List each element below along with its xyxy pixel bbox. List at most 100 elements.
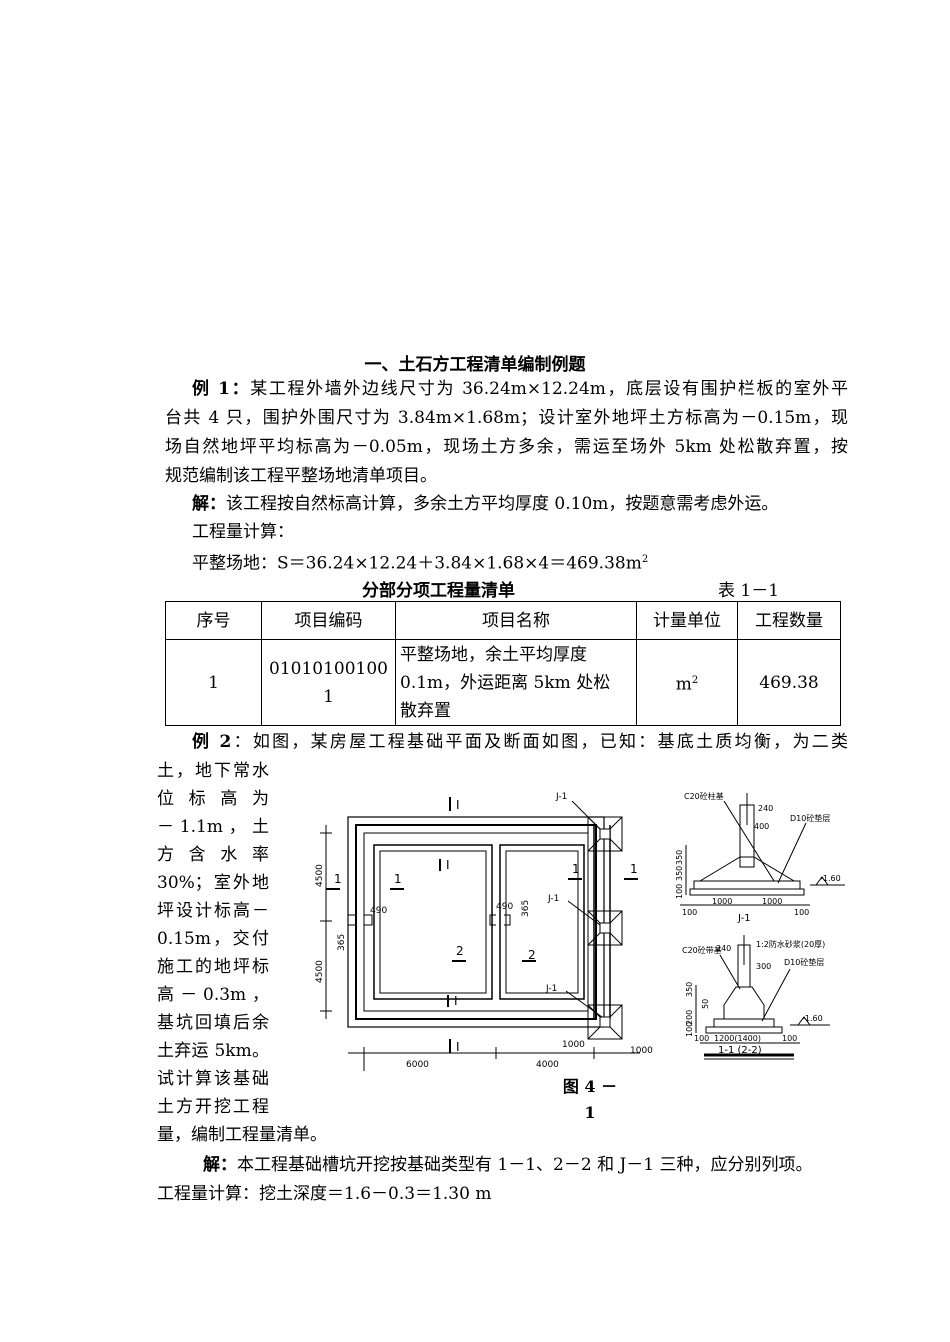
s11-dim-1200: 1200(1400) [714,1034,761,1043]
header-index: 序号 [165,601,262,640]
example1-calc-formula: 平整场地：S＝36.24×12.24＋3.84×1.68×4＝469.38m2 [192,546,648,578]
j1-footing-base [693,880,801,890]
plan-outer [347,816,605,1028]
s11-leader-left [719,954,741,990]
footing-j1-bot [587,1004,623,1040]
cell-name-line1: 平整场地，余土平均厚度 [400,644,587,665]
example2-narrow-6: 坪设计标高－ [157,901,269,921]
section-11 [695,935,830,1060]
s11-dim-50: 50 [701,999,710,1009]
s11-footing-base [713,1018,775,1028]
cell-unit-sup: 2 [691,674,699,686]
example2-narrow-11: 土弃运 5km。 [157,1041,269,1061]
example2-narrow-7: 0.15m，交付 [157,929,269,949]
plan-mark-3: I [454,994,458,1008]
plan-dim-1000a: 1000 [562,1040,585,1050]
plan-dim-490b: 490 [496,902,513,912]
s11-label-footing: C20砼带基 [682,945,722,955]
s11-dim-350: 350 [685,982,694,997]
s11-dim-240: 240 [716,944,731,953]
example2-solution-text: 本工程基础槽坑开挖按基础类型有 1－1、2－2 和 J－1 三种，应分别列项。 [237,1155,813,1175]
example2-narrow-12: 试计算该基础 [157,1069,269,1089]
section-11-annotations: C20砼带基 1:2防水砂浆(20厚) D10砼垫层 1-1 (2-2) 240… [682,939,825,1056]
section-j1 [680,793,845,906]
table-header-row: 序号 项目编码 项目名称 计量单位 工程数量 [165,601,841,640]
plan-j1-top: J-1 [555,792,567,802]
example2-narrow-10: 基坑回填后余 [157,1013,269,1033]
figure-caption-line2: 1 [584,1103,596,1122]
plan-mark-2: I [446,858,450,872]
j1-leader-right [777,822,807,884]
cell-index: 1 [165,639,262,726]
plan-room-right [499,844,585,1000]
example2-line1: 例 2：如图，某房屋工程基础平面及断面如图，已知：基底土质均衡，为二类 [192,728,848,756]
example2-narrow-2: 位 标 高 为 [157,789,269,809]
j1-leader-left [723,800,775,882]
j1-dim-100: 100 [675,884,684,899]
plan-dim-365a: 365 [337,934,347,951]
example2-narrow-8: 施工的地坪标 [157,957,269,977]
footing-j1-top [587,816,623,852]
table-caption: 分部分项工程量清单 [362,581,515,601]
plan-j1-mid: J-1 [547,894,559,904]
plan-dim-4500b: 4500 [315,960,325,983]
example1-solution: 解：该工程按自然标高计算，多余土方平均厚度 0.10m，按题意需考虑外运。 [192,490,778,518]
plan-door-left [347,914,373,926]
j1-dim-240: 240 [758,804,773,813]
example1-line3: 场自然地坪平均标高为－0.05m，现场土方多余，需运至场外 5km 处松散弃置，… [165,437,848,457]
footing-j1-bot-col [599,1016,611,1028]
example2-last-line: 量，编制工程量清单。 [157,1125,327,1145]
example2-narrow-5: 30%；室外地 [157,873,269,893]
example2-narrow-9: 高 － 0.3m ， [157,985,269,1005]
s11-dim-100: 100 [685,1022,694,1037]
example1-line2: 台共 4 只，围护外围尺寸为 3.84m×1.68m；设计室外地坪土方标高为－0… [165,408,848,428]
header-quantity: 工程数量 [737,601,841,640]
section-j1-annotations: C20砼柱基 D10砼垫层 J-1 240 400 350 350 100 10… [675,791,841,924]
j1-dim-350b: 350 [675,866,684,881]
j1-label-cushion: D10砼垫层 [790,813,830,823]
plan-mark-4: I [456,1040,460,1054]
j1-cushion [689,888,805,896]
cell-name-line2: 0.1m，外运距离 5km 处松 [400,672,611,693]
plan-cut-1b: 1 [394,872,402,886]
example2-label: 例 2 [192,732,232,752]
leader-j1-bot [565,990,603,1018]
example2-narrow-4: 方 含 水 率 [157,845,269,865]
plan-mark-1: I [456,798,460,812]
leader-j1-mid [567,900,601,926]
cell-code-line2: 1 [323,686,334,707]
foundation-plan [320,797,640,1071]
example2-solution: 解：本工程基础槽坑开挖按基础类型有 1－1、2－2 和 J－1 三种，应分别列项… [203,1151,813,1179]
calc-formula-sup: 2 [641,554,649,565]
s11-cushion [705,1026,783,1034]
plan-dim-1000b: 1000 [630,1046,653,1056]
cell-unit-text: m [675,674,692,695]
j1-dim-400: 400 [754,822,769,831]
s11-dim-100b: 100 [782,1034,797,1043]
s11-strip-footing [723,986,765,1019]
s11-dim-300: 300 [756,962,771,971]
table-number: 表 1－1 [718,581,780,601]
footing-j1-mid-col [599,922,611,934]
j1-label-name: J-1 [737,913,751,924]
j1-footing-slope [698,856,796,882]
j1-dim-100a: 100 [682,908,697,917]
s11-label-cushion: D10砼垫层 [784,957,824,967]
cell-code: 01010100100 1 [261,639,396,726]
example1-solution-label: 解： [192,494,226,514]
example2-solution-label: 解： [203,1155,237,1175]
example1-line1: 例 1：某工程外墙外边线尺寸为 36.24m×12.24m，底层设有围护栏板的室… [192,375,848,403]
foundation-figure: I I I I 1 1 1 1 2 2 J-1 J-1 J-1 6000 400… [315,791,845,1071]
example2-narrow-3: － 1.1m ， 土 [157,817,269,837]
plan-annotations: I I I I 1 1 1 1 2 2 J-1 J-1 J-1 6000 400… [315,792,653,1070]
plan-cut-1c: 1 [572,862,580,876]
example2-first-line: ：如图，某房屋工程基础平面及断面如图，已知：基底土质均衡，为二类 [231,732,849,752]
plan-j1-bot: J-1 [545,984,557,994]
plan-door-right [489,914,511,926]
j1-dim-1000a: 1000 [712,897,732,906]
example1-calc-heading: 工程量计算： [192,522,294,542]
s11-dim-100a: 100 [694,1034,709,1043]
example2-narrow-13: 土方开挖工程 [157,1097,269,1117]
plan-room-right-inner [505,850,579,994]
s11-level: -1.60 [802,1014,823,1023]
